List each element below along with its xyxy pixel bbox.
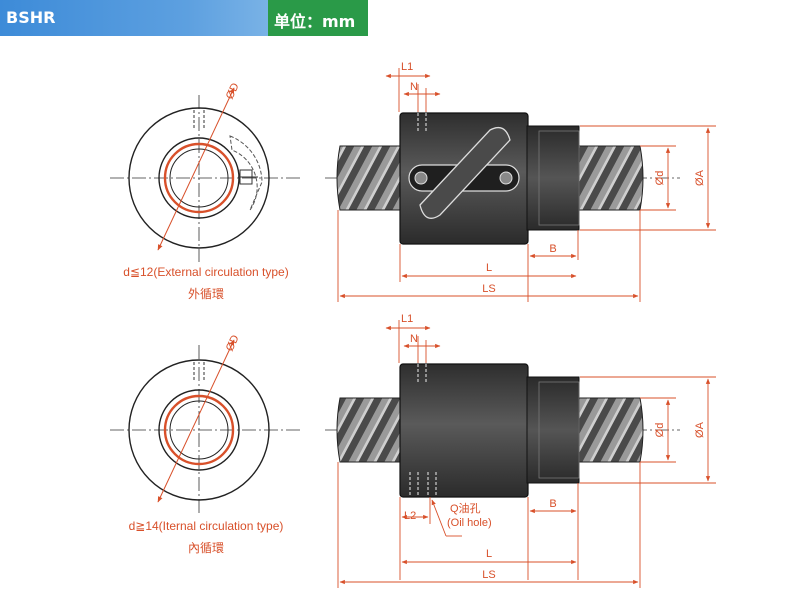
dim-LS-label: LS (482, 569, 495, 581)
dim-L1-label: L1 (401, 61, 413, 73)
side-view-external: L1 N B L LS Ød ØA (325, 61, 716, 302)
return-tube (408, 126, 520, 219)
dim-d-label: Ød (654, 171, 666, 186)
dim-A-label: ØA (694, 421, 706, 438)
screw-shaft-left (336, 145, 403, 211)
plate-screw-left (414, 171, 428, 185)
dim-B-label: B (549, 498, 556, 510)
caption-external-zh: 外循環 (188, 287, 224, 301)
caption-internal-zh: 內循環 (188, 541, 224, 555)
dim-L-label: L (486, 548, 492, 560)
dim-D-label: ØD (224, 333, 242, 353)
dim-L-label: L (486, 262, 492, 274)
caption-internal-en: d≧14(Iternal circulation type) (129, 519, 284, 533)
dims-internal (337, 320, 716, 588)
dim-N-label: N (410, 81, 418, 93)
nut-flange (526, 376, 580, 484)
dim-d-label: Ød (654, 423, 666, 438)
oil-hole-label-en: (Oil hole) (447, 517, 492, 529)
dim-L2-label: L2 (404, 510, 416, 522)
return-tube-loop (419, 126, 511, 219)
flange-step (538, 381, 580, 479)
end-view-external: ØD d≦12(External circulation type) 外循環 (110, 81, 300, 301)
dim-D-line (157, 87, 235, 251)
header-model-bar: BSHR (0, 0, 268, 36)
dim-A-label: ØA (694, 169, 706, 186)
end-view-internal: ØD d≧14(Iternal circulation type) 內循環 (110, 333, 300, 555)
caption-external-en: d≦12(External circulation type) (123, 265, 288, 279)
screw-shaft-right (577, 145, 644, 211)
screw-shaft-right (577, 397, 644, 463)
dim-LS-label: LS (482, 283, 495, 295)
return-tube-hidden (229, 135, 263, 211)
dim-B-label: B (549, 243, 556, 255)
model-title: BSHR (6, 8, 56, 27)
dim-L1-label: L1 (401, 313, 413, 325)
nut-body (399, 363, 529, 498)
plate-screw-right (499, 171, 513, 185)
unit-label: 单位：mm (274, 12, 356, 31)
screw-shaft-left (336, 397, 403, 463)
dim-D-line (157, 339, 235, 503)
nut-flange (526, 125, 580, 231)
oil-hole-label: Q油孔 (450, 501, 481, 515)
dim-N-label: N (410, 333, 418, 345)
header-unit-bar: 单位：mm (268, 0, 368, 36)
dim-D-label: ØD (224, 81, 242, 101)
dims-top-external (337, 68, 716, 302)
flange-step (538, 130, 580, 226)
side-view-internal: L1 N L2 Q油孔 (Oil hole) B L LS Ød ØA (325, 313, 716, 588)
